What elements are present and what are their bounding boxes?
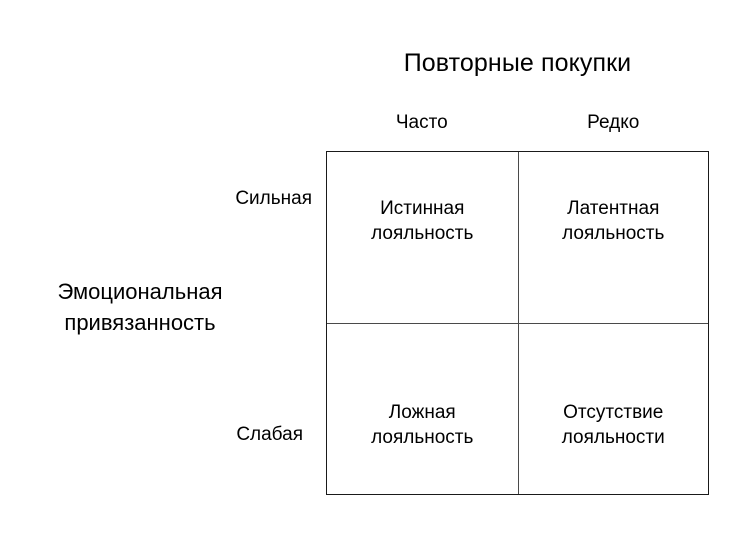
cell-line-1: Латентная xyxy=(567,197,660,219)
column-header-row: Часто Редко xyxy=(326,111,709,137)
cell-line-1: Истинная xyxy=(380,197,465,219)
row-label-weak: Слабая xyxy=(236,424,303,445)
matrix-cell-false-loyalty[interactable]: Ложная лояльность xyxy=(327,323,518,494)
matrix-title: Повторные покупки xyxy=(403,49,632,77)
cell-text: Латентная лояльность xyxy=(562,196,664,246)
y-axis-label-line-1: Эмоциональная xyxy=(57,279,223,304)
cell-line-2: лояльность xyxy=(371,222,474,244)
cell-text: Отсутствие лояльности xyxy=(562,400,665,450)
y-axis-label: Эмоциональная привязанность xyxy=(16,276,264,338)
cell-text: Истинная лояльность xyxy=(371,196,473,246)
y-axis-label-line-2: привязанность xyxy=(64,310,216,335)
loyalty-matrix: Истинная лояльность Латентная лояльность… xyxy=(326,151,709,495)
column-header-frequent: Часто xyxy=(395,112,448,133)
cell-line-2: лояльность xyxy=(562,222,665,244)
cell-line-1: Отсутствие xyxy=(563,402,664,423)
row-label-strong: Сильная xyxy=(235,188,312,209)
cell-line-2: лояльность xyxy=(371,427,474,448)
matrix-cell-latent-loyalty[interactable]: Латентная лояльность xyxy=(517,152,708,323)
matrix-cell-no-loyalty[interactable]: Отсутствие лояльности xyxy=(517,323,708,494)
cell-text: Ложная лояльность xyxy=(371,400,473,450)
column-header-rare: Редко xyxy=(587,112,640,133)
cell-line-2: лояльности xyxy=(561,427,665,448)
matrix-cell-true-loyalty[interactable]: Истинная лояльность xyxy=(327,152,518,323)
cell-line-1: Ложная xyxy=(388,402,456,423)
